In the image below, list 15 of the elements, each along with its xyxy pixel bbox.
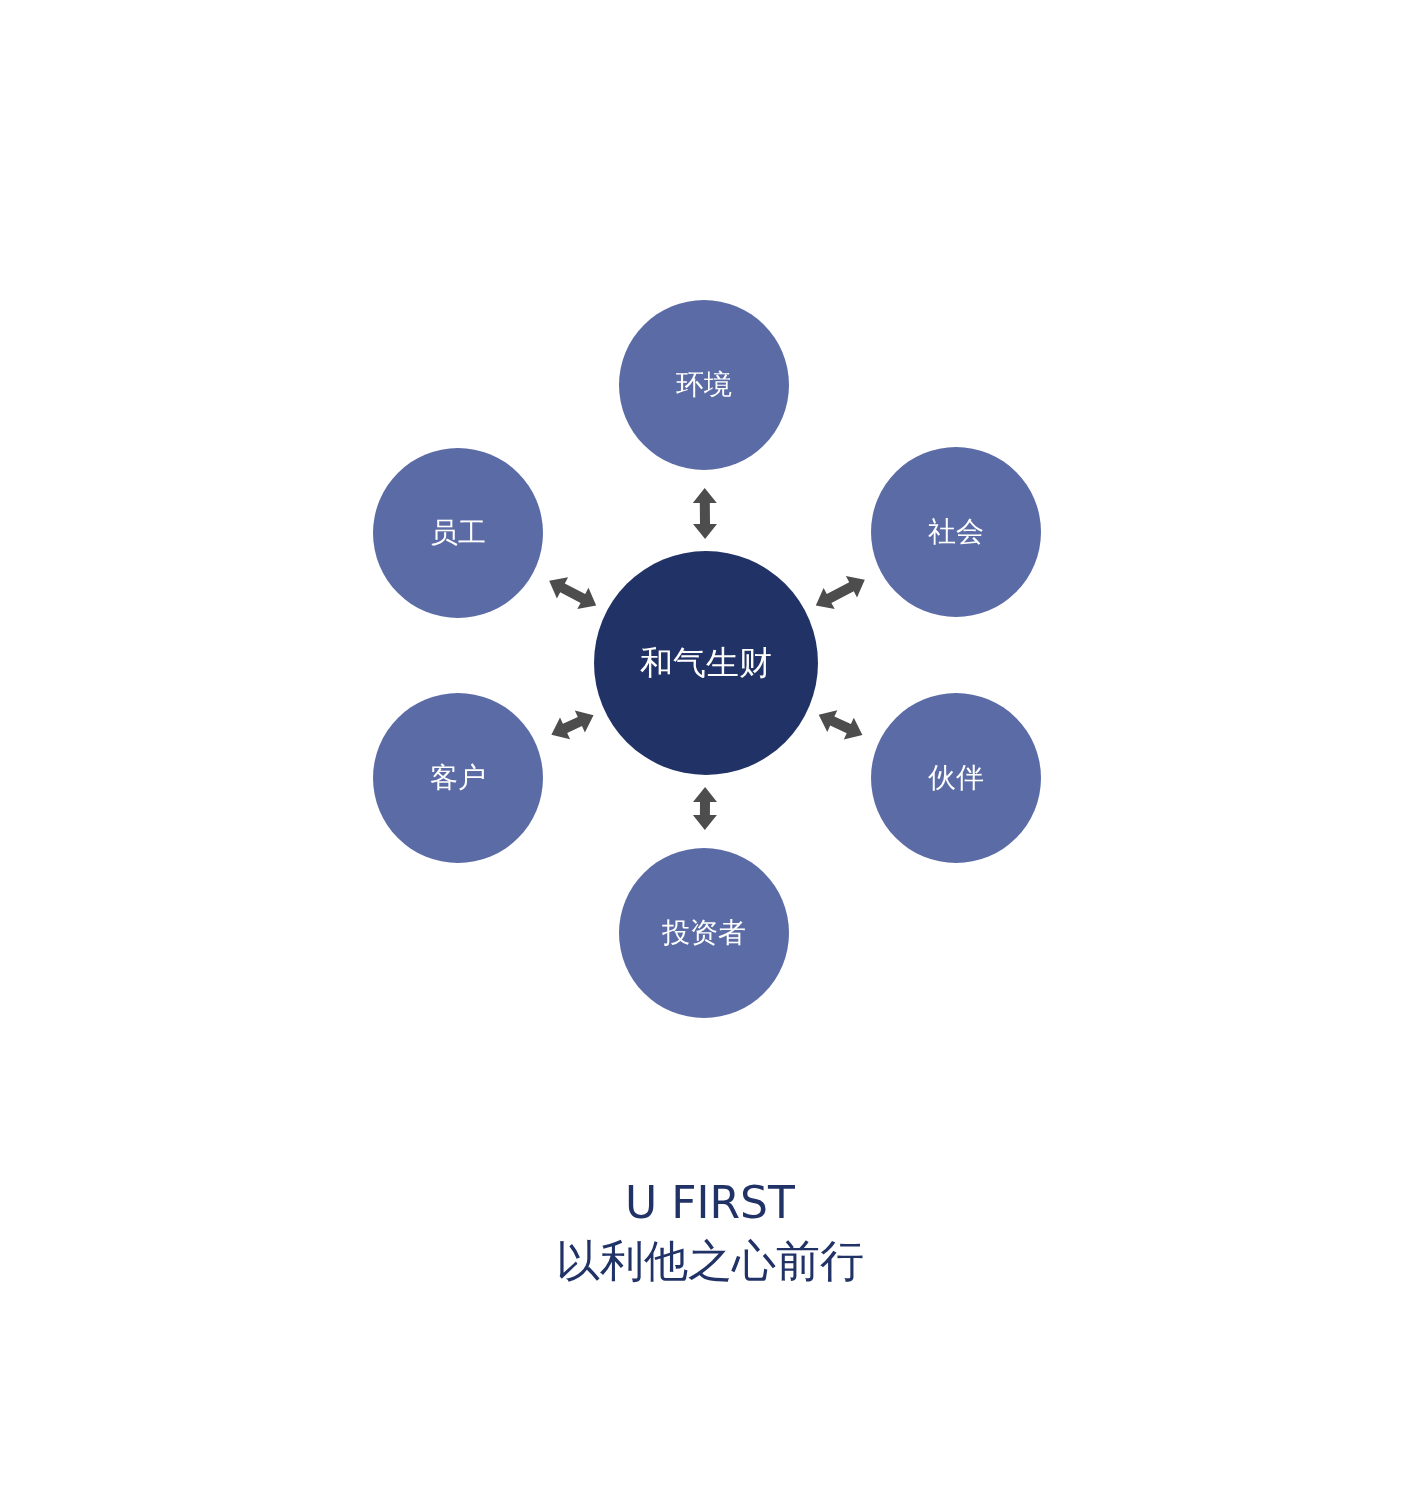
- double-arrow: [549, 577, 597, 610]
- node-label: 员工: [430, 516, 486, 550]
- node-label: 环境: [676, 368, 732, 402]
- double-arrow: [815, 576, 865, 610]
- double-arrow: [551, 710, 594, 740]
- node-label: 社会: [928, 515, 984, 549]
- double-arrow: [818, 710, 863, 740]
- double-arrow: [692, 787, 717, 830]
- node-label: 客户: [430, 761, 486, 795]
- node-label: 伙伴: [928, 761, 984, 795]
- slogan-text: U FIRST: [625, 1177, 795, 1228]
- node-label: 和气生财: [640, 643, 772, 683]
- slogan-text: 以利他之心前行: [556, 1235, 864, 1286]
- double-arrow: [692, 488, 717, 539]
- node-label: 投资者: [662, 916, 746, 950]
